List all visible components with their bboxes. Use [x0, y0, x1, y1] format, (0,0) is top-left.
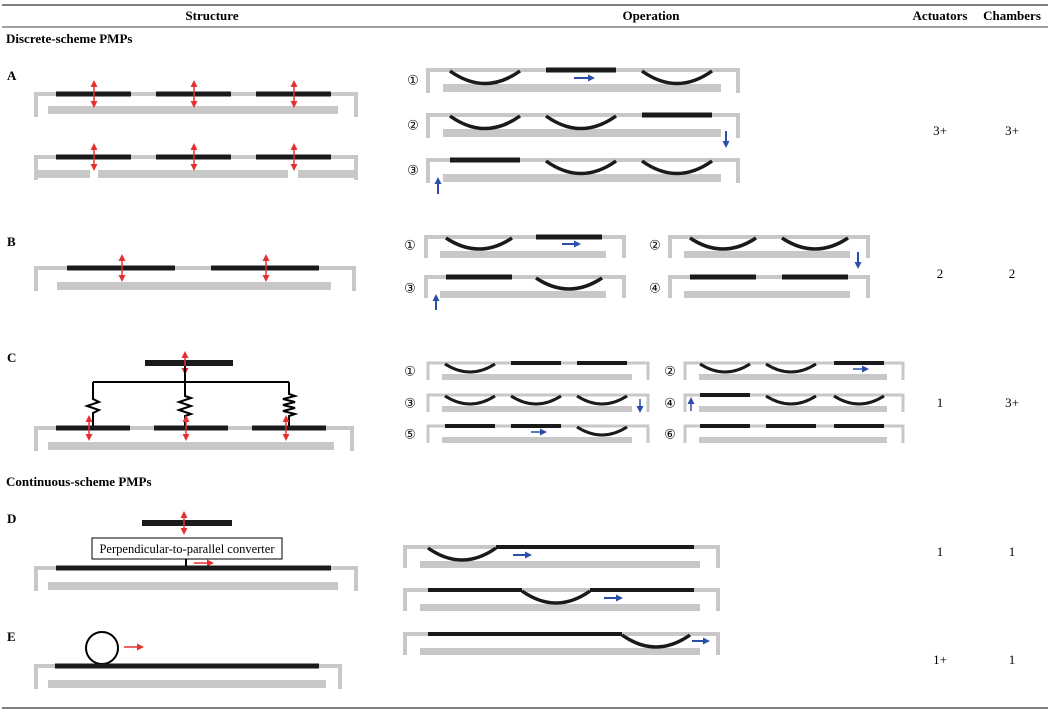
- operation-b-step-2: ②: [649, 235, 870, 269]
- structure-c: [34, 351, 354, 451]
- structure-d: Perpendicular-to-parallel converter: [34, 511, 358, 591]
- step-number: ①: [404, 364, 416, 379]
- structure-e: [34, 631, 342, 689]
- chambers-d: 1: [1009, 544, 1016, 559]
- spring: [83, 382, 102, 428]
- section-continuous: Continuous-scheme PMPs: [6, 474, 152, 489]
- converter-label: Perpendicular-to-parallel converter: [99, 542, 275, 556]
- operation-a-step-3: ③: [407, 157, 740, 194]
- structure-a-bottom: [34, 143, 358, 180]
- operation-c-step-4: ④: [664, 393, 905, 412]
- operation-c-step-1: ①: [404, 361, 650, 380]
- step-number: ③: [404, 396, 416, 411]
- spring: [175, 382, 195, 428]
- operation-c-step-6: ⑥: [664, 424, 905, 443]
- step-number: ④: [664, 396, 676, 411]
- section-discrete: Discrete-scheme PMPs: [6, 31, 132, 46]
- roller: [85, 631, 119, 665]
- step-number: ②: [407, 118, 419, 133]
- operation-e: [403, 632, 720, 655]
- operation-c-step-2: ②: [664, 361, 905, 380]
- step-number: ②: [664, 364, 676, 379]
- operation-d-2: [403, 588, 720, 611]
- actuators-b: 2: [937, 266, 944, 281]
- chambers-c: 3+: [1005, 395, 1019, 410]
- step-number: ①: [407, 73, 419, 88]
- operation-a-step-1: ①: [407, 67, 740, 93]
- actuators-a: 3+: [933, 123, 947, 138]
- step-number: ②: [649, 238, 661, 253]
- structure-b: [34, 254, 356, 291]
- header-operation: Operation: [622, 8, 680, 23]
- operation-b-step-3: ③: [404, 274, 626, 310]
- operation-d-1: [403, 545, 720, 568]
- actuators-c: 1: [937, 395, 944, 410]
- header-structure: Structure: [185, 8, 238, 23]
- row-label-a: A: [7, 68, 17, 83]
- operation-b-step-4: ④: [649, 274, 870, 298]
- row-label-c: C: [7, 350, 16, 365]
- actuators-d: 1: [937, 544, 944, 559]
- chambers-a: 3+: [1005, 123, 1019, 138]
- operation-a-step-2: ②: [407, 112, 740, 148]
- operation-c-step-3: ③: [404, 393, 650, 413]
- row-label-b: B: [7, 234, 16, 249]
- header-chambers: Chambers: [983, 8, 1041, 23]
- operation-b-step-1: ①: [404, 234, 626, 258]
- spring: [282, 382, 299, 428]
- operation-c-step-5: ⑤: [404, 424, 650, 443]
- row-label-e: E: [7, 629, 16, 644]
- step-number: ③: [404, 281, 416, 296]
- row-label-d: D: [7, 511, 16, 526]
- chambers-e: 1: [1009, 652, 1016, 667]
- step-number: ⑥: [664, 427, 676, 442]
- step-number: ①: [404, 238, 416, 253]
- header-actuators: Actuators: [913, 8, 968, 23]
- chambers-b: 2: [1009, 266, 1016, 281]
- step-number: ③: [407, 163, 419, 178]
- structure-a-top: [34, 80, 358, 117]
- step-number: ④: [649, 281, 661, 296]
- actuators-e: 1+: [933, 652, 947, 667]
- step-number: ⑤: [404, 427, 416, 442]
